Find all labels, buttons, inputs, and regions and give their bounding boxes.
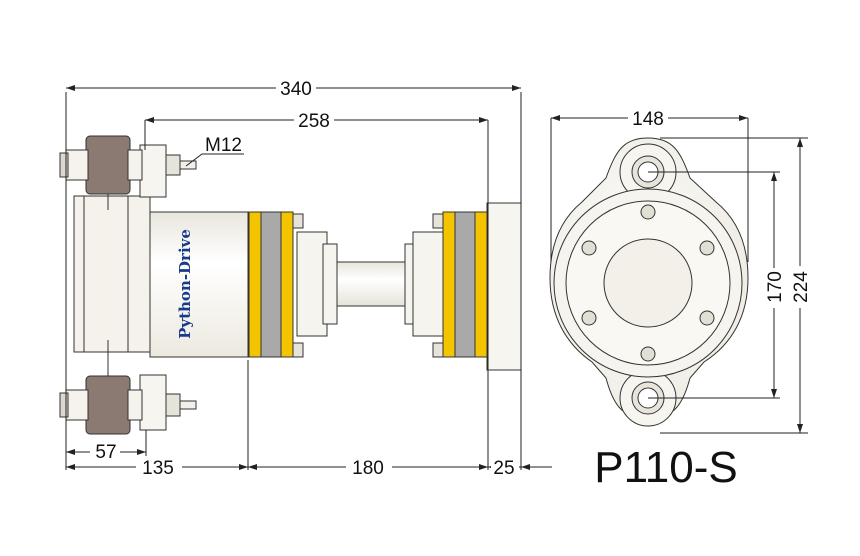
dim-left-section: 135: [142, 458, 174, 479]
dim-right-section: 25: [493, 458, 514, 479]
shaft: [296, 231, 444, 337]
dim-middle-section: 180: [352, 458, 384, 479]
model-title: P110-S: [594, 443, 738, 492]
brand-label: Python-Drive: [176, 229, 194, 339]
dim-flange-height: 224: [791, 271, 812, 303]
dim-inner-length: 258: [298, 111, 330, 132]
dim-bolt-spacing: 170: [765, 271, 786, 303]
dim-flange-width: 148: [632, 109, 664, 130]
end-view-dimensions: 148 170 224: [550, 107, 812, 434]
side-view: Python-Drive: [59, 135, 522, 435]
right-coupling: [432, 202, 522, 371]
dimension-lines: 340 258 M12 57 135 180 25: [65, 77, 552, 479]
end-view: [549, 137, 749, 427]
main-housing: Python-Drive: [149, 211, 304, 358]
dim-bracket-width: 57: [95, 442, 116, 463]
thread-label: M12: [205, 135, 242, 156]
dim-overall-length: 340: [280, 79, 312, 100]
